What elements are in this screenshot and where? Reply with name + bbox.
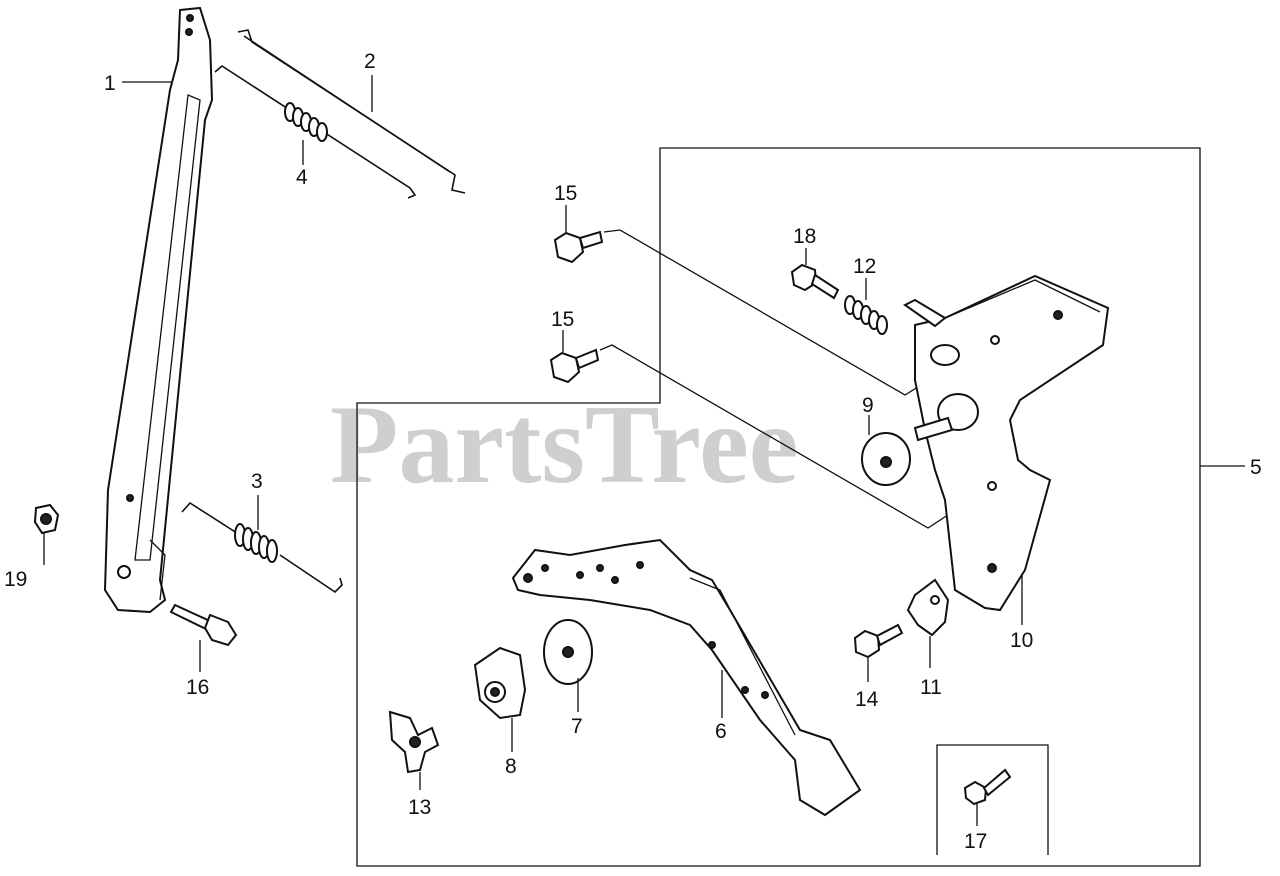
callout-2: 2 (364, 50, 376, 73)
callout-9: 9 (862, 394, 874, 417)
callout-14: 14 (855, 688, 879, 711)
callout-6: 6 (715, 720, 727, 743)
watermark-text: PartsTree (330, 383, 799, 507)
part-18-bolt (790, 263, 840, 300)
callout-16: 16 (186, 676, 209, 699)
part-4-spring (214, 65, 417, 199)
callout-17: 17 (964, 830, 987, 853)
part-16-bolt (169, 603, 238, 647)
callout-15b: 15 (551, 308, 574, 331)
part-19-nut (33, 503, 60, 535)
callout-19: 19 (4, 568, 27, 591)
part-3-spring (181, 501, 343, 594)
part-9-washer (861, 432, 911, 486)
callout-15a: 15 (554, 182, 577, 205)
part-15a-bolt (553, 230, 604, 264)
part-2-rod (237, 29, 466, 194)
part-1-arm (103, 6, 214, 614)
callout-12: 12 (853, 255, 876, 278)
callout-3: 3 (251, 470, 263, 493)
callout-10: 10 (1010, 629, 1033, 652)
part-7-washer (543, 619, 593, 685)
callout-18: 18 (793, 225, 816, 248)
callout-1: 1 (104, 72, 116, 95)
part-8-cam (473, 646, 527, 720)
part-15b-bolt (549, 348, 600, 384)
assembly-5-boundary (356, 147, 1201, 867)
part-11-clip (906, 578, 950, 637)
callout-13: 13 (408, 796, 431, 819)
callout-4: 4 (296, 166, 308, 189)
part-12-spring (844, 295, 888, 335)
part-6-lever (511, 538, 862, 817)
part-17-screw (963, 768, 1012, 806)
callout-8: 8 (505, 755, 517, 778)
callout-5: 5 (1250, 456, 1262, 479)
part-10-bracket-plate (903, 274, 1110, 612)
callout-7: 7 (571, 715, 583, 738)
part-14-bolt (853, 623, 904, 659)
callout-11: 11 (920, 676, 942, 699)
part-13-wing-nut (388, 710, 440, 774)
part-17-box (936, 744, 1049, 855)
